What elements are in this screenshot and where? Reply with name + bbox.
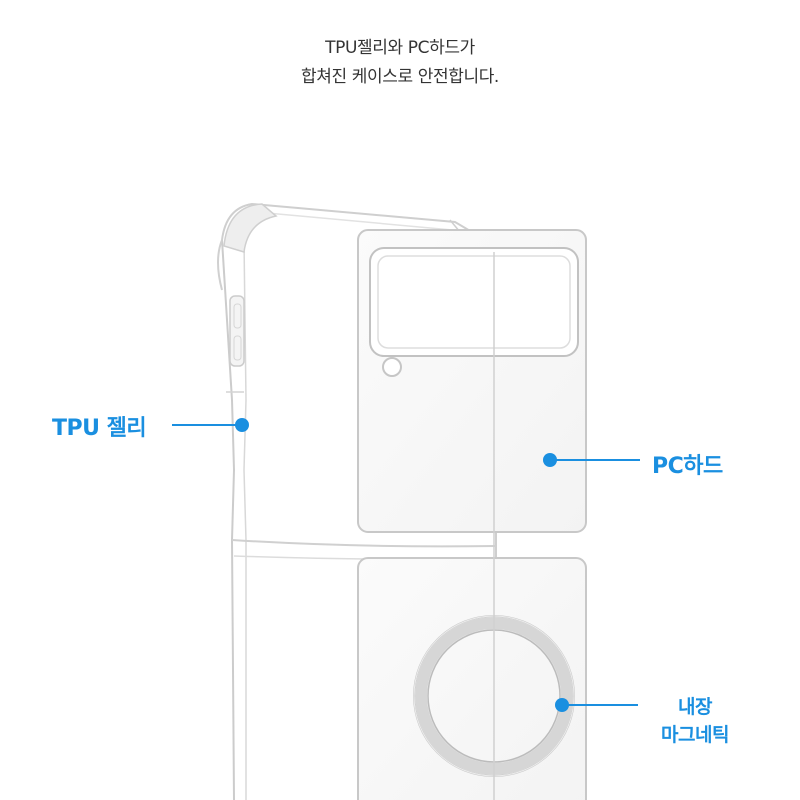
magnetic-label-line-2: 마그네틱: [661, 724, 729, 746]
tpu-leader: [172, 418, 249, 432]
magnetic-label-line-1: 내장: [678, 696, 712, 718]
pc-hard-upper-panel: [357, 229, 587, 533]
magnet-leader: [555, 698, 638, 712]
headline: TPU젤리와 PC하드가 합쳐진 케이스로 안전합니다.: [0, 34, 800, 92]
headline-line-1: TPU젤리와 PC하드가: [325, 38, 475, 58]
pc-leader: [543, 453, 640, 467]
headline-line-2: 합쳐진 케이스로 안전합니다.: [301, 67, 499, 87]
pc-hard-label: PC하드: [652, 454, 723, 479]
pc-hard-lower-panel: [357, 557, 587, 800]
magnetic-label: 내장 마그네틱: [640, 693, 750, 749]
tpu-jelly-label: TPU 젤리: [52, 416, 147, 441]
